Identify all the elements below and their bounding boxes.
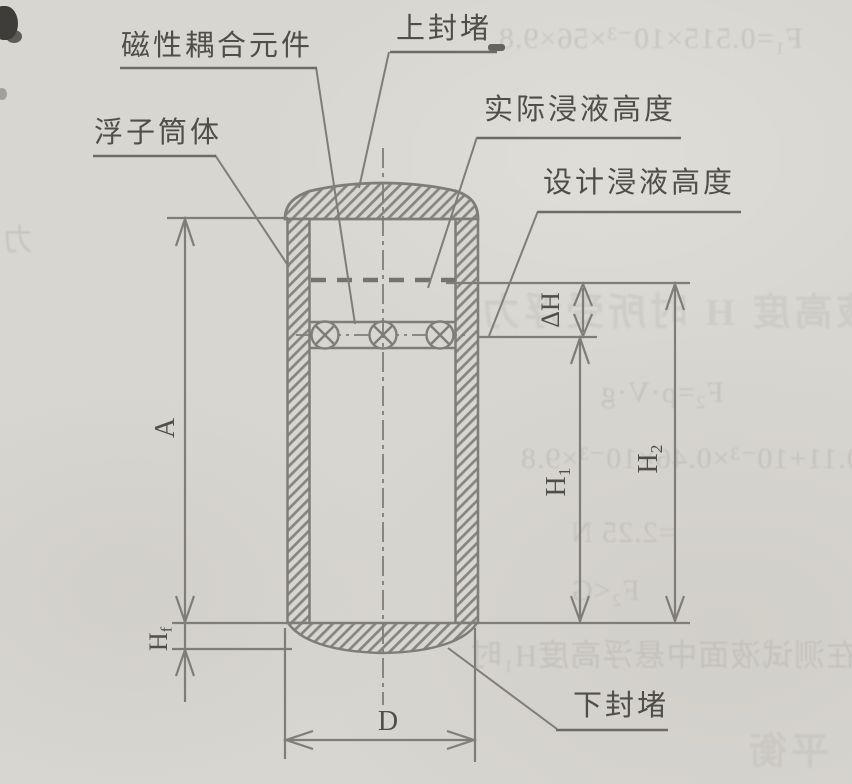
label-magnetic-coupling: 磁性耦合元件	[121, 30, 314, 62]
leader-magnetic-coupling	[315, 66, 356, 325]
dimension-H1	[569, 334, 591, 625]
ink-smudge	[6, 30, 22, 43]
dim-H2-sub: 2	[646, 444, 666, 454]
dim-label-A: A	[150, 417, 181, 439]
leader-bottom-seal	[447, 647, 558, 730]
extension-lines	[167, 216, 690, 762]
dimension-dH	[572, 281, 594, 339]
dim-label-dH: ΔH	[536, 292, 565, 328]
dim-label-H2: H2	[632, 444, 666, 474]
label-top-seal: 上封堵	[396, 13, 493, 45]
cylinder-wall-right	[454, 217, 480, 625]
leader-design-level	[488, 210, 539, 337]
label-actual-immersion: 实际浸液高度	[484, 94, 677, 126]
coupling-elements	[310, 320, 455, 350]
top-seal-dome	[283, 181, 480, 221]
ink-smudge	[488, 44, 505, 51]
dimension-D	[282, 729, 478, 751]
leader-lines	[214, 51, 558, 730]
label-design-immersion: 设计浸液高度	[543, 167, 736, 199]
dimension-A	[174, 215, 196, 702]
dim-Hf-sub: f	[158, 626, 176, 633]
leader-top-seal	[358, 51, 390, 189]
coupling-element-1	[310, 320, 340, 350]
label-underlines	[93, 50, 741, 732]
coupling-element-3	[425, 320, 455, 350]
dim-H1-sub: 1	[554, 467, 574, 477]
leader-actual-level	[427, 136, 478, 289]
dim-Hf-base: H	[144, 632, 174, 652]
dim-H1-base: H	[540, 476, 572, 497]
dim-label-D: D	[377, 706, 399, 737]
dim-label-H1: H1	[540, 467, 574, 497]
dim-label-Hf: Hf	[144, 626, 176, 652]
leader-float-body	[214, 154, 290, 268]
label-float-body: 浮子筒体	[94, 117, 223, 149]
label-bottom-seal: 下封堵	[573, 690, 670, 722]
ink-smudge	[0, 88, 7, 100]
dim-H2-base: H	[632, 453, 664, 474]
cylinder-wall-left	[286, 217, 311, 625]
dimension-H2	[664, 280, 686, 625]
